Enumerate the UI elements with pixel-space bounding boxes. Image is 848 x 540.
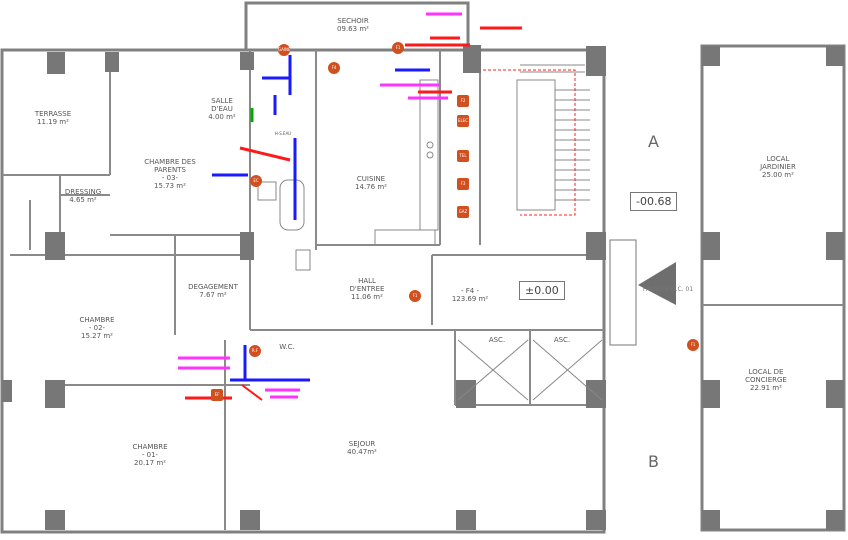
elevator-shafts [457, 339, 603, 401]
room-name: - F4 - [461, 287, 479, 295]
room-label-wc: W.C. [279, 343, 294, 351]
north-arrow [638, 262, 676, 305]
cold-water-pipes [212, 55, 430, 382]
room-name: SECHOIR [337, 17, 369, 25]
equipment-tag: F1 [687, 339, 699, 351]
elevator-label-2: ASC. [553, 336, 571, 344]
entrance-landing [609, 239, 637, 346]
room-name: TERRASSE [34, 110, 72, 118]
equipment-tag: F1 [409, 290, 421, 302]
equipment-tag: ELEC [457, 115, 469, 127]
bathroom-fixtures [257, 179, 311, 271]
room-area: 11.19 m² [37, 118, 69, 126]
columns [2, 45, 844, 530]
equipment-tag: F3 [457, 178, 469, 190]
block-label-b: B [648, 452, 659, 471]
staircase [516, 64, 590, 211]
room-area: 20.17 m² [134, 459, 166, 467]
room-label-chambre-parents: CHAMBRE DES PARENTS- 03-15.73 m² [135, 158, 205, 190]
room-number: - 03- [161, 174, 179, 182]
room-area: 15.73 m² [154, 182, 186, 190]
equipment-tag: F1 [392, 42, 404, 54]
room-name: LOCAL DE CONCIERGE [745, 368, 787, 384]
drain-pipes [178, 12, 462, 399]
room-area: 4.00 m² [208, 113, 236, 121]
room-number: - 02- [88, 324, 106, 332]
equipment-tag: EF [211, 389, 223, 401]
room-area: 25.00 m² [762, 171, 794, 179]
room-number: - 01- [141, 451, 159, 459]
room-label-chambre-02: CHAMBRE- 02-15.27 m² [79, 316, 114, 340]
room-label-f4: - F4 -123.69 m² [452, 287, 488, 303]
block-label-a: A [648, 132, 659, 151]
equipment-tag: TEL [457, 150, 469, 162]
room-name: CHAMBRE [79, 316, 115, 324]
room-name: CHAMBRE DES PARENTS [144, 158, 196, 174]
room-area: 15.27 m² [81, 332, 113, 340]
equipment-tag: GAZ [457, 206, 469, 218]
elevator-label-1: ASC. [488, 336, 506, 344]
level-marker-landing: ±0.00 [519, 281, 565, 300]
room-name: LOCAL JARDINIER [760, 155, 796, 171]
room-area: 40.47m² [347, 448, 377, 456]
room-name: SALLE D'EAU [211, 97, 233, 113]
room-name: DEGAGEMENT [188, 283, 238, 291]
room-name: HALL D'ENTREE [349, 277, 385, 293]
equipment-tag: EC [250, 175, 262, 187]
room-name: W.C. [279, 343, 295, 351]
room-area: 7.67 m² [199, 291, 227, 299]
equipment-tag: R.F [249, 345, 261, 357]
room-area: 123.69 m² [451, 295, 489, 303]
equipment-tag: F2 [457, 95, 469, 107]
room-area: 4.65 m² [69, 196, 97, 204]
room-area: 09.63 m² [337, 25, 369, 33]
room-name: CUISINE [356, 175, 386, 183]
hot-water-pipes [185, 26, 522, 400]
room-label-chambre-01: CHAMBRE- 01-20.17 m² [132, 443, 167, 467]
room-area: 22.91 m² [750, 384, 782, 392]
room-area: 14.76 m² [355, 183, 387, 191]
equipment-tag: GAINE [278, 44, 290, 56]
room-area: 11.06 m² [351, 293, 383, 301]
interior-walls [2, 50, 844, 530]
equipment-tag: F4 [328, 62, 340, 74]
room-name: CHAMBRE [132, 443, 168, 451]
landing-label: PALIER R.D.C. 01 [642, 286, 694, 293]
room-name: SEJOUR [348, 440, 376, 448]
room-name: DRESSING [64, 188, 102, 196]
kitchen-fixtures [374, 79, 439, 246]
gaine-note: H-S.EAU [274, 131, 292, 136]
level-marker-exterior: -00.68 [630, 192, 678, 211]
stair-red-line [483, 69, 576, 216]
